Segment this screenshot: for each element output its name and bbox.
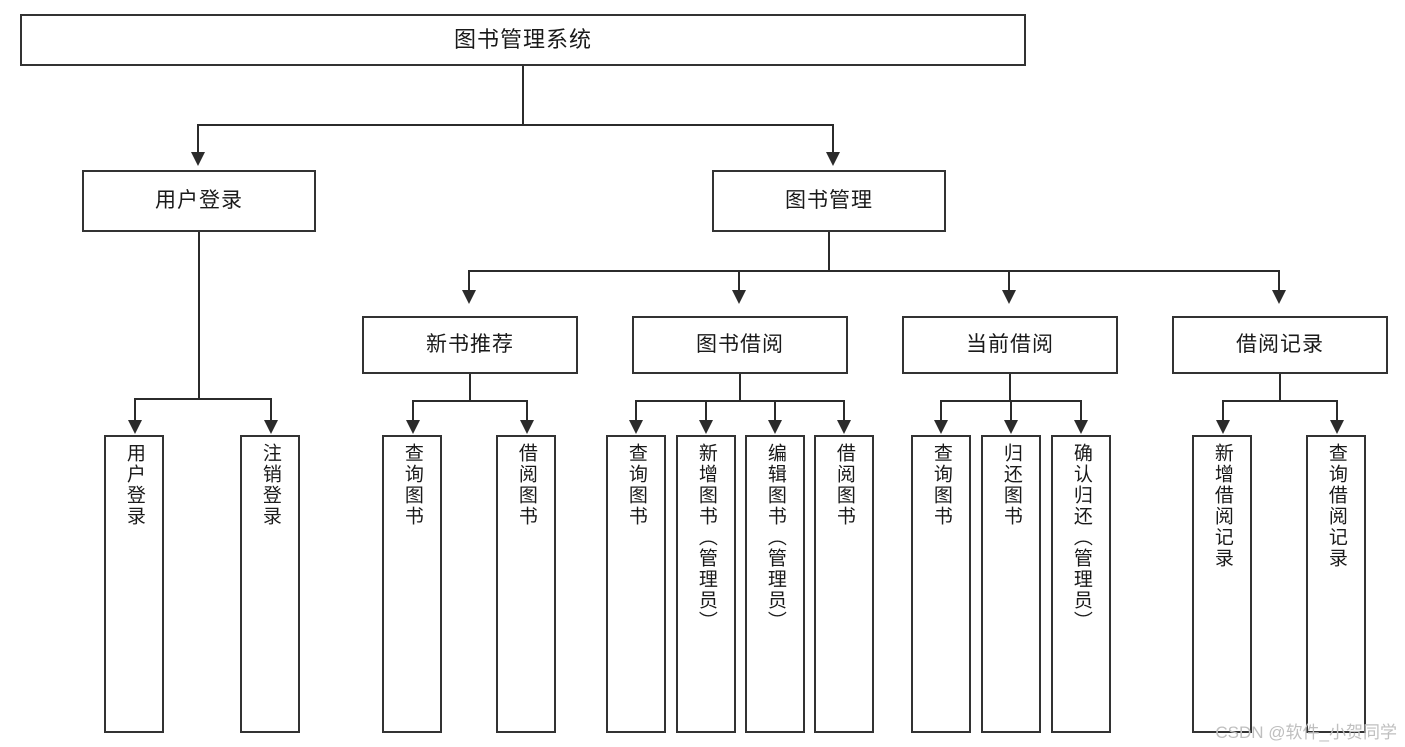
connector-cb-to-leaf-3	[1080, 400, 1082, 422]
connector-book-borrow-bus	[635, 400, 845, 402]
connector-br-to-leaf-1	[1222, 400, 1224, 422]
node-leaf-user-login-label: 用户登录	[123, 443, 145, 527]
node-leaf-return-book[interactable]: 归还图书	[981, 435, 1041, 733]
arrowhead-leaf-confirm-return	[1074, 420, 1088, 434]
connector-new-book-to-leaf-1	[412, 400, 414, 422]
node-leaf-borrow-book-1-label: 借阅图书	[515, 443, 537, 527]
connector-root-bus	[197, 124, 834, 126]
node-leaf-add-book[interactable]: 新增图书（管理员）	[676, 435, 736, 733]
node-user-login-label: 用户登录	[155, 189, 243, 213]
arrowhead-leaf-borrow-book-2	[837, 420, 851, 434]
connector-borrow-record-bus	[1222, 400, 1338, 402]
node-leaf-query-record[interactable]: 查询借阅记录	[1306, 435, 1366, 733]
arrowhead-book-borrow	[732, 290, 746, 304]
arrowhead-user-login	[191, 152, 205, 166]
arrowhead-leaf-logout	[264, 420, 278, 434]
arrowhead-leaf-borrow-book-1	[520, 420, 534, 434]
arrowhead-new-book-recommend	[462, 290, 476, 304]
node-root[interactable]: 图书管理系统	[20, 14, 1026, 66]
node-leaf-query-book-1-label: 查询图书	[401, 443, 423, 527]
arrowhead-leaf-query-book-3	[934, 420, 948, 434]
node-book-management-label: 图书管理	[785, 189, 873, 213]
node-book-borrow[interactable]: 图书借阅	[632, 316, 848, 374]
connector-book-management-bus	[468, 270, 1280, 272]
node-current-borrow-label: 当前借阅	[966, 333, 1054, 357]
connector-bb-to-leaf-3	[774, 400, 776, 422]
connector-bm-to-current-borrow	[1008, 270, 1010, 292]
connector-br-to-leaf-2	[1336, 400, 1338, 422]
node-current-borrow[interactable]: 当前借阅	[902, 316, 1118, 374]
connector-book-management-stem	[828, 232, 830, 272]
node-book-management[interactable]: 图书管理	[712, 170, 946, 232]
connector-new-book-to-leaf-2	[526, 400, 528, 422]
arrowhead-leaf-query-book-2	[629, 420, 643, 434]
node-leaf-confirm-return-label: 确认归还（管理员）	[1070, 443, 1092, 632]
connector-user-login-to-leaf-1	[134, 398, 136, 422]
connector-user-login-to-leaf-2	[270, 398, 272, 422]
connector-user-login-bus	[134, 398, 272, 400]
arrowhead-leaf-return-book	[1004, 420, 1018, 434]
node-leaf-logout[interactable]: 注销登录	[240, 435, 300, 733]
arrowhead-current-borrow	[1002, 290, 1016, 304]
node-leaf-add-record[interactable]: 新增借阅记录	[1192, 435, 1252, 733]
arrowhead-book-management	[826, 152, 840, 166]
arrowhead-leaf-user-login	[128, 420, 142, 434]
node-leaf-query-book-2[interactable]: 查询图书	[606, 435, 666, 733]
connector-new-book-bus	[412, 400, 528, 402]
node-leaf-confirm-return[interactable]: 确认归还（管理员）	[1051, 435, 1111, 733]
connector-bm-to-new-book	[468, 270, 470, 292]
node-new-book-recommend-label: 新书推荐	[426, 333, 514, 357]
connector-bb-to-leaf-2	[705, 400, 707, 422]
node-root-label: 图书管理系统	[453, 26, 592, 52]
node-borrow-record[interactable]: 借阅记录	[1172, 316, 1388, 374]
node-leaf-user-login[interactable]: 用户登录	[104, 435, 164, 733]
connector-new-book-stem	[469, 374, 471, 402]
node-leaf-return-book-label: 归还图书	[1000, 443, 1022, 527]
connector-bm-to-borrow-record	[1278, 270, 1280, 292]
node-borrow-record-label: 借阅记录	[1236, 333, 1324, 357]
arrowhead-borrow-record	[1272, 290, 1286, 304]
node-leaf-edit-book-label: 编辑图书（管理员）	[764, 443, 786, 632]
arrowhead-leaf-add-book	[699, 420, 713, 434]
connector-bb-to-leaf-1	[635, 400, 637, 422]
node-leaf-query-record-label: 查询借阅记录	[1325, 443, 1347, 569]
connector-borrow-record-stem	[1279, 374, 1281, 402]
connector-root-stem	[522, 66, 524, 124]
arrowhead-leaf-edit-book	[768, 420, 782, 434]
node-leaf-add-record-label: 新增借阅记录	[1211, 443, 1233, 569]
node-leaf-add-book-label: 新增图书（管理员）	[695, 443, 717, 632]
connector-cb-to-leaf-2	[1010, 400, 1012, 422]
arrowhead-leaf-query-book-1	[406, 420, 420, 434]
connector-book-borrow-stem	[739, 374, 741, 402]
node-leaf-edit-book[interactable]: 编辑图书（管理员）	[745, 435, 805, 733]
connector-root-to-book-management	[832, 124, 834, 154]
node-user-login[interactable]: 用户登录	[82, 170, 316, 232]
node-new-book-recommend[interactable]: 新书推荐	[362, 316, 578, 374]
node-leaf-borrow-book-1[interactable]: 借阅图书	[496, 435, 556, 733]
node-leaf-query-book-3-label: 查询图书	[930, 443, 952, 527]
arrowhead-leaf-add-record	[1216, 420, 1230, 434]
connector-user-login-stem	[198, 232, 200, 400]
node-leaf-borrow-book-2-label: 借阅图书	[833, 443, 855, 527]
node-book-borrow-label: 图书借阅	[696, 333, 784, 357]
node-leaf-borrow-book-2[interactable]: 借阅图书	[814, 435, 874, 733]
arrowhead-leaf-query-record	[1330, 420, 1344, 434]
node-leaf-query-book-1[interactable]: 查询图书	[382, 435, 442, 733]
connector-cb-to-leaf-1	[940, 400, 942, 422]
connector-current-borrow-stem	[1009, 374, 1011, 402]
node-leaf-query-book-3[interactable]: 查询图书	[911, 435, 971, 733]
connector-root-to-user-login	[197, 124, 199, 154]
connector-bb-to-leaf-4	[843, 400, 845, 422]
node-leaf-logout-label: 注销登录	[259, 443, 281, 527]
connector-bm-to-book-borrow	[738, 270, 740, 292]
node-leaf-query-book-2-label: 查询图书	[625, 443, 647, 527]
